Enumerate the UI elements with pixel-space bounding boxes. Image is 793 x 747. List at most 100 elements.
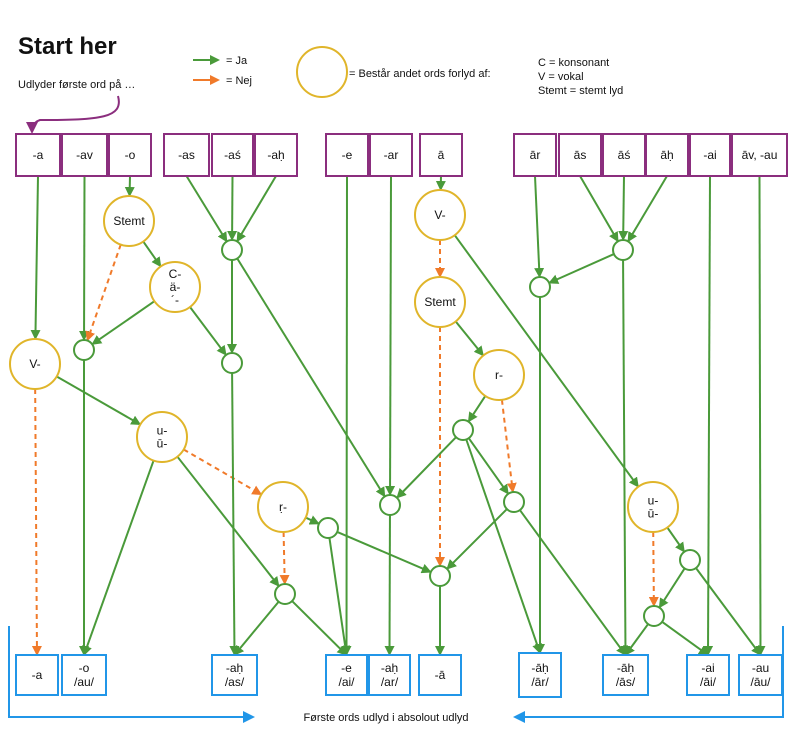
result-node: -au/āu/ xyxy=(738,654,783,696)
condition-label: V- xyxy=(434,208,445,222)
junction xyxy=(379,494,401,516)
condition-label: C- xyxy=(169,267,182,281)
top-node-label: āv, -au xyxy=(742,148,778,162)
condition-r-vocalic: ṛ- xyxy=(257,481,309,533)
result-node-label: -āḥ xyxy=(531,661,548,675)
edge-no xyxy=(31,388,42,656)
edge-yes xyxy=(91,300,156,345)
condition-label: ū- xyxy=(157,437,168,451)
page-title: Start her xyxy=(18,33,117,60)
edge-yes xyxy=(618,175,629,242)
edge-yes xyxy=(189,306,227,356)
junction xyxy=(429,565,451,587)
condition-label: ṛ- xyxy=(279,500,287,514)
bottom-caption: Første ords udlyd i absolout udlyd xyxy=(303,712,468,724)
top-node: -as xyxy=(163,133,210,177)
top-node-label: ā xyxy=(438,148,445,162)
edge-yes xyxy=(627,175,668,243)
edge-yes xyxy=(396,436,457,499)
edge-yes xyxy=(620,259,631,656)
edge-yes xyxy=(336,531,432,574)
edge-yes xyxy=(185,175,228,243)
top-node-label: -e xyxy=(342,148,353,162)
bracket-left xyxy=(8,626,255,723)
edge-yes xyxy=(229,372,240,656)
result-node-label: -ai xyxy=(701,661,714,675)
top-node-label: -av xyxy=(76,148,93,162)
top-node-label: ās xyxy=(574,148,587,162)
condition-label: Stemt xyxy=(424,295,456,309)
condition-label: V- xyxy=(29,357,40,371)
condition-label: u- xyxy=(157,424,168,438)
edge-yes xyxy=(703,175,714,656)
edge-yes xyxy=(233,601,280,656)
top-node: ās xyxy=(558,133,602,177)
edge-yes xyxy=(695,567,762,656)
edge-yes xyxy=(176,456,280,587)
edge-yes xyxy=(579,175,619,243)
top-node-label: -a xyxy=(33,148,44,162)
top-node: āś xyxy=(602,133,646,177)
result-node: -a xyxy=(15,654,59,696)
top-node-label: -as xyxy=(178,148,195,162)
condition-label: u- xyxy=(648,494,659,508)
edge-no xyxy=(183,448,263,495)
condition-u-left: u-ū- xyxy=(136,411,188,463)
result-node-label: -au xyxy=(752,661,769,675)
junction xyxy=(643,605,665,627)
junction xyxy=(503,491,525,513)
edge-yes xyxy=(291,600,348,656)
result-node: -ā xyxy=(418,654,462,696)
edge-yes xyxy=(666,526,685,553)
result-node: -o/au/ xyxy=(61,654,107,696)
condition-v-mid: V- xyxy=(414,189,466,241)
result-node: -āḥ/ār/ xyxy=(518,652,562,698)
result-node-label: -aḥ xyxy=(226,661,243,675)
junction xyxy=(73,339,95,361)
result-node-label: -o xyxy=(79,661,90,675)
junction xyxy=(529,276,551,298)
edges xyxy=(30,175,766,656)
edge-no xyxy=(279,531,290,586)
edge-yes xyxy=(454,320,484,357)
condition-stemt-mid: Stemt xyxy=(414,276,466,328)
edge-yes xyxy=(534,175,545,279)
top-node-label: -ai xyxy=(703,148,716,162)
result-node-label: /ai/ xyxy=(338,675,355,689)
result-node: -aḥ/ar/ xyxy=(368,654,411,696)
junction xyxy=(452,419,474,441)
result-node-label: /ās/ xyxy=(616,675,636,689)
junction xyxy=(612,239,634,261)
junction xyxy=(317,517,339,539)
top-node: -aḥ xyxy=(254,133,298,177)
condition-label: ū- xyxy=(648,507,659,521)
condition-label: ´- xyxy=(171,293,179,307)
condition-c-a: C-ä-´- xyxy=(149,261,201,313)
result-node-label: /ar/ xyxy=(381,675,399,689)
legend-circle-icon xyxy=(296,46,348,98)
edge-yes xyxy=(548,253,615,284)
result-node-label: /āi/ xyxy=(700,675,717,689)
junction xyxy=(221,352,243,374)
edge-yes xyxy=(30,175,41,341)
edge-yes xyxy=(236,257,386,498)
top-node-label: āḥ xyxy=(660,148,673,162)
edge-yes xyxy=(658,567,686,609)
condition-stemt-a: Stemt xyxy=(103,195,155,247)
top-node: āv, -au xyxy=(731,133,788,177)
top-node: -o xyxy=(108,133,152,177)
top-node: āḥ xyxy=(645,133,689,177)
condition-v-left: V- xyxy=(9,338,61,390)
result-node-label: -āḥ xyxy=(617,661,634,675)
edge-yes xyxy=(755,175,766,656)
edge-yes xyxy=(56,375,142,426)
result-node-label: -ā xyxy=(435,668,446,682)
edge-yes xyxy=(519,509,627,656)
result-node-label: /as/ xyxy=(225,675,245,689)
top-node-label: -o xyxy=(125,148,136,162)
edge-no xyxy=(648,531,659,608)
top-node: ār xyxy=(513,133,557,177)
condition-r-mid: r- xyxy=(473,349,525,401)
edge-yes xyxy=(305,515,320,525)
